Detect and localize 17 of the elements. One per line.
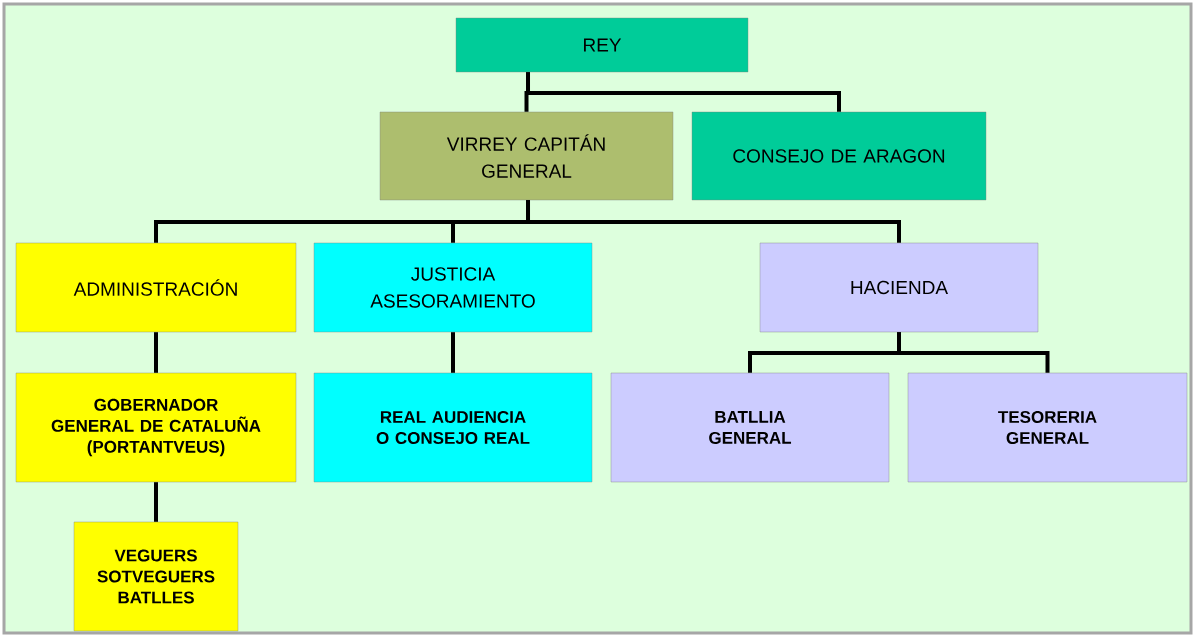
- org-box: ADMINISTRACIÓN: [15, 242, 297, 333]
- org-box: HACIENDA: [759, 242, 1039, 333]
- org-box: TESORERIA GENERAL: [907, 372, 1188, 483]
- org-box: VEGUERS SOTVEGUERS BATLLES: [73, 521, 239, 632]
- org-box: VIRREY CAPITÁN GENERAL: [379, 111, 674, 201]
- connector-line: [526, 200, 901, 243]
- connector-line: [451, 332, 455, 373]
- connector-line: [526, 72, 841, 112]
- org-box: BATLLIA GENERAL: [610, 372, 890, 483]
- connector-line: [897, 332, 1050, 373]
- org-box: JUSTICIA ASESORAMIENTO: [313, 242, 593, 333]
- connector-line: [154, 482, 158, 522]
- org-box: CONSEJO DE ARAGON: [691, 111, 987, 201]
- org-box: REY: [455, 17, 749, 73]
- connector-line: [154, 332, 158, 373]
- org-box: GOBERNADOR GENERAL DE CATALUÑA (PORTANTVEUS): [15, 372, 297, 483]
- org-box: REAL AUDIENCIA O CONSEJO REAL: [313, 372, 593, 483]
